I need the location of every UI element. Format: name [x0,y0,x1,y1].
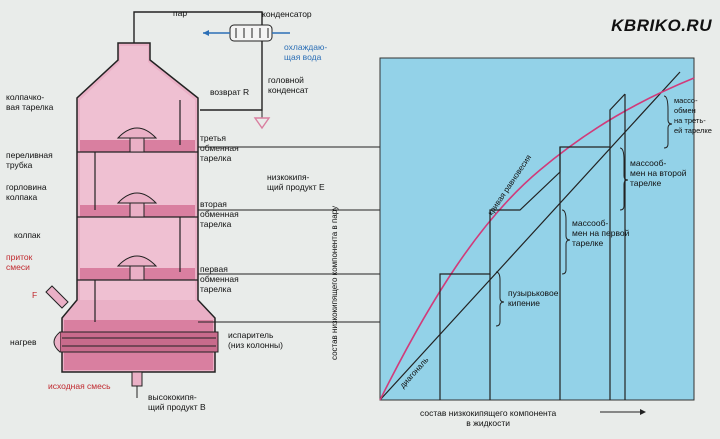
condenser [229,24,273,42]
distillation-column [45,11,562,398]
label-mt1: массооб- мен на первой тарелке [572,218,630,248]
vapor-pipe [133,11,263,43]
equilibrium-curve [379,77,695,401]
label-bubble-tray: колпачко- вая тарелка [6,92,54,112]
mccabe-thiele-diagram [379,57,695,415]
label-feed: приток смеси [6,252,33,272]
diagonal-line [379,71,681,401]
label-tray3: третья обменная тарелка [200,133,239,163]
label-head-condensate: головной конденсат [268,75,309,95]
tray-steps [439,93,626,400]
label-cooling-water: охлаждаю- щая вода [284,42,328,62]
label-reflux: возврат R [210,87,250,97]
reflux-line [200,41,263,111]
label-high-boiling-product: высококипя- щий продукт В [148,392,206,412]
label-mt2: массооб- мен на второй тарелке [630,158,687,188]
label-bubbling: пузырьковое кипение [508,288,559,308]
label-evaporator: испаритель (низ колонны) [228,330,283,350]
label-cap-neck: горловина колпака [6,182,47,202]
label-steam: пар [173,8,188,18]
label-tray2: вторая обменная тарелка [200,199,239,229]
label-low-boiling-product: низкокипя- щий продукт Е [267,172,325,192]
label-cap: колпак [14,230,41,240]
feed-pipe [45,285,69,309]
site-brand[interactable]: KBRIKO.RU [611,16,712,35]
label-downcomer: переливная трубка [6,150,53,170]
bubble-cap-3 [116,127,158,153]
x-axis-label: состав низкокипящего компонента в жидкос… [420,408,557,428]
evaporator-heater [53,331,219,353]
bubble-cap-2 [116,192,158,218]
y-axis-label: состав низкокипящего компонента в пару [330,205,339,360]
label-mt3: массо- обмен на треть- ей тарелке [674,96,712,135]
label-feed-symbol: F [32,290,38,300]
label-initial-mix: исходная смесь [48,381,111,391]
bubble-cap-1 [116,255,158,281]
label-tray1: первая обменная тарелка [200,264,239,294]
label-condenser: конденсатор [262,9,312,19]
bottom-outlet [131,371,143,387]
label-heating: нагрев [10,337,37,347]
